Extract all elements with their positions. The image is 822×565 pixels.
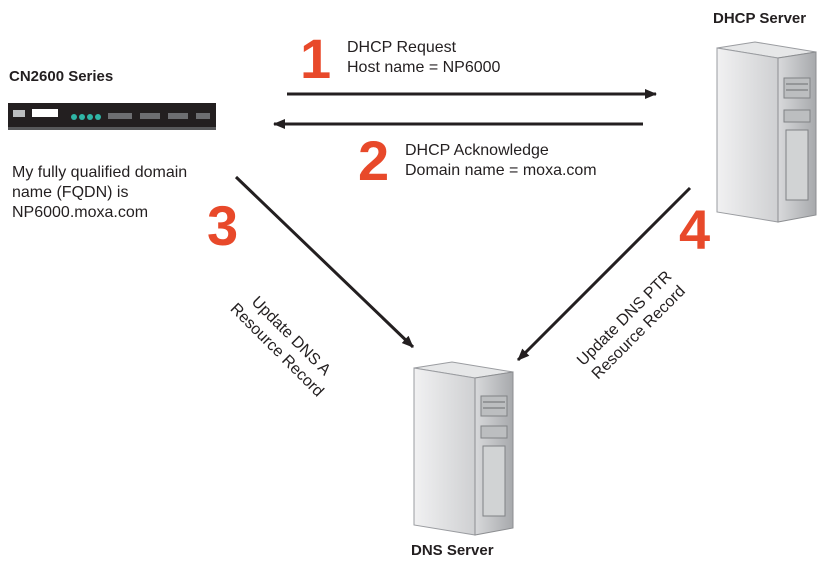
step-4-number: 4 (679, 198, 711, 261)
step-1-number: 1 (300, 27, 332, 90)
step-1-line-1: DHCP Request (347, 39, 457, 56)
step-2-number: 2 (358, 129, 390, 192)
step-2-line-2: Domain name = moxa.com (405, 162, 597, 179)
arrow-update-dns-ptr (516, 186, 692, 362)
fqdn-note-line-2: name (FQDN) is (12, 184, 129, 201)
step-3-number: 3 (207, 194, 239, 257)
step-2-line-1: DHCP Acknowledge (405, 142, 549, 159)
dns-server-title: DNS Server (411, 542, 494, 559)
dhcp-server-cabinet (716, 41, 817, 223)
step-2-label: DHCP Acknowledge Domain name = moxa.com (405, 141, 597, 181)
fqdn-note-line-1: My fully qualified domain (12, 164, 188, 181)
step-1-label: DHCP Request Host name = NP6000 (347, 38, 500, 78)
device-title: CN2600 Series (9, 68, 114, 85)
fqdn-note: My fully qualified domain name (FQDN) is… (12, 163, 187, 223)
arrow-update-dns-a (234, 175, 415, 349)
dns-server-cabinet (413, 361, 514, 536)
dhcp-server-title: DHCP Server (713, 10, 807, 27)
fqdn-note-line-3: NP6000.moxa.com (12, 204, 149, 221)
step-1-line-2: Host name = NP6000 (347, 59, 501, 76)
cn2600-device (8, 103, 216, 130)
